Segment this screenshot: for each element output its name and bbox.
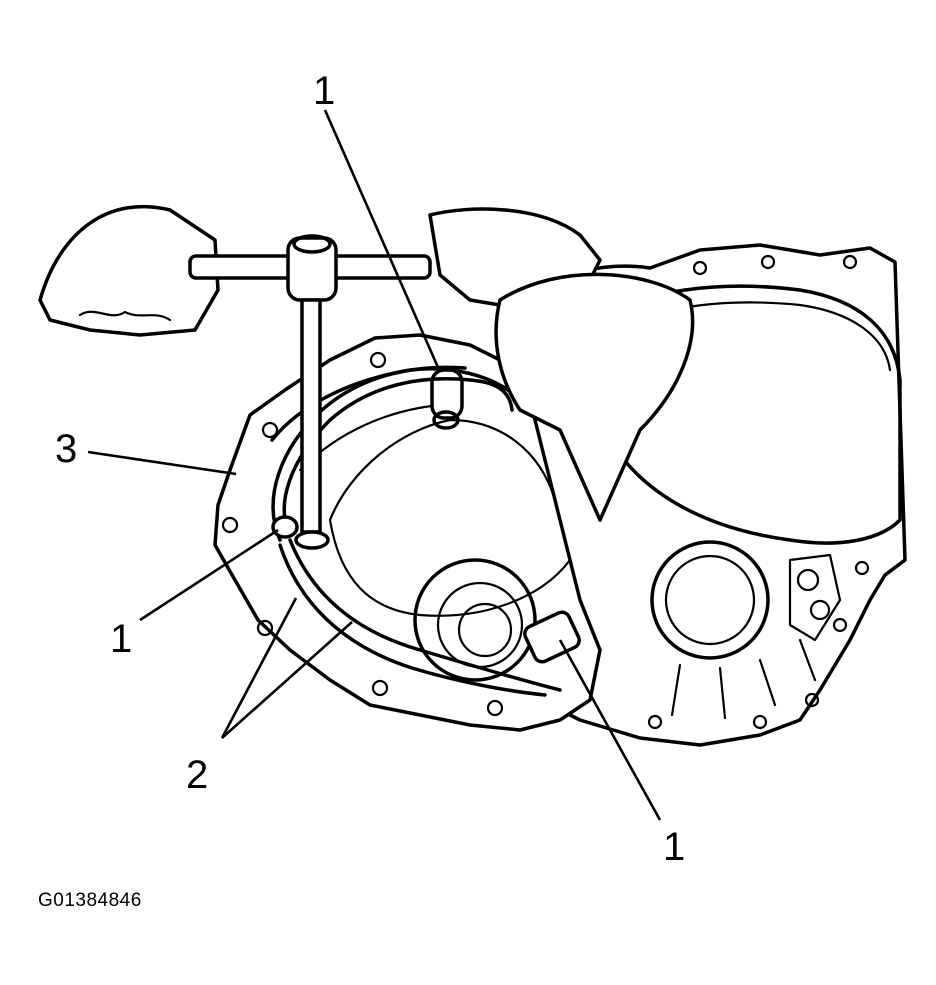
figure-id: G01384846 <box>38 890 142 911</box>
callout-1-left: 1 <box>110 617 132 661</box>
callout-labels: 1 1 1 2 3 <box>55 69 685 869</box>
callout-leaders <box>87 109 662 821</box>
technician-hands <box>38 204 695 522</box>
callout-1-top: 1 <box>313 69 335 113</box>
callout-1-right: 1 <box>663 825 685 869</box>
callout-2-pipes: 2 <box>186 753 208 797</box>
t-handle-wrench <box>188 234 432 550</box>
oil-pipes <box>271 365 562 697</box>
callout-3-case: 3 <box>55 427 77 471</box>
